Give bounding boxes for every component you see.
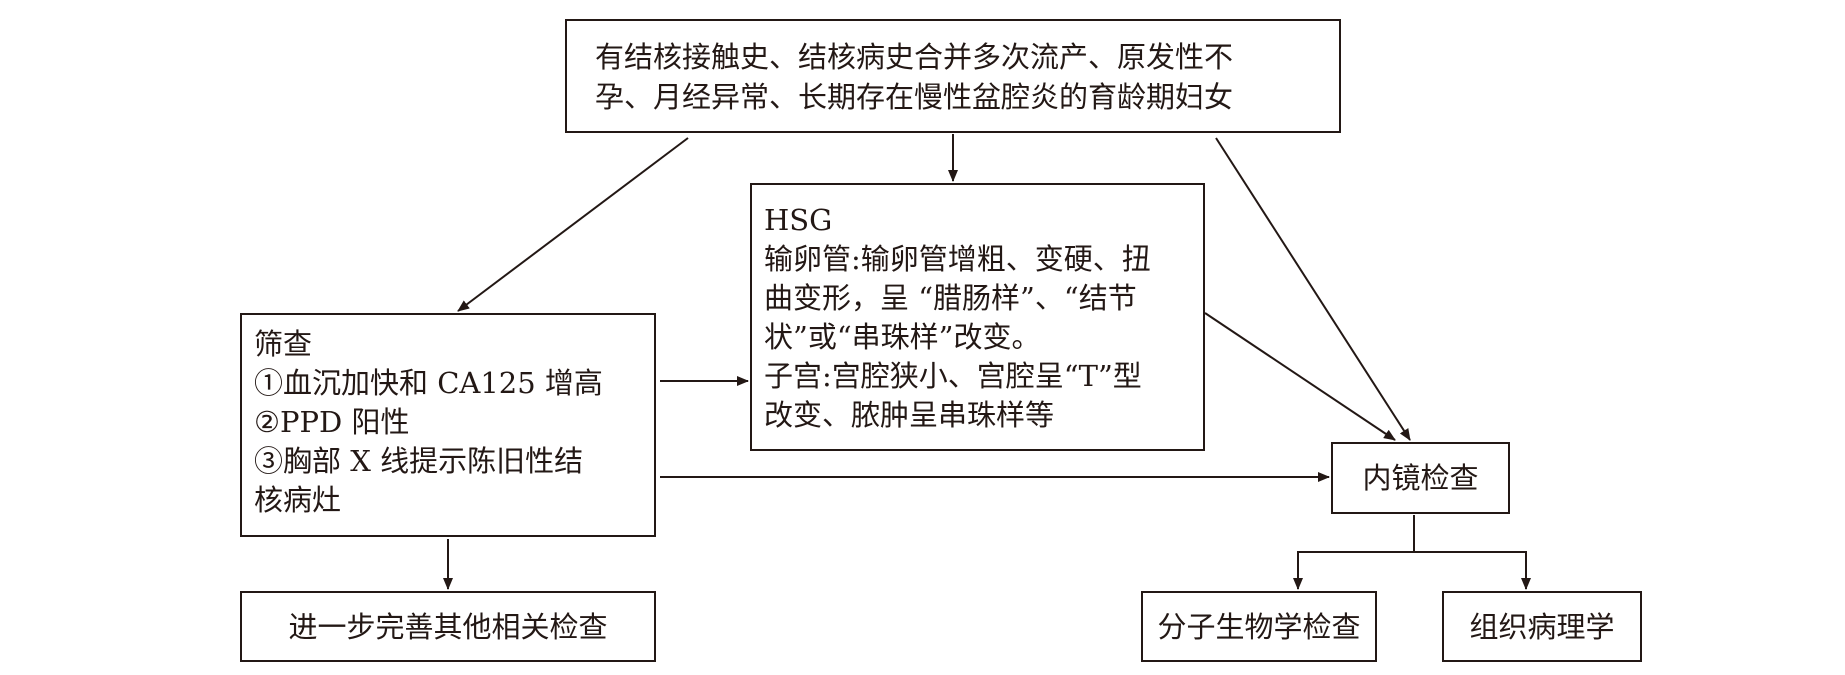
screening-line: 核病灶	[254, 483, 342, 517]
hsg-line: 输卵管:输卵管增粗、变硬、扭	[764, 242, 1151, 276]
screening-line: ③胸部 X 线提示陈旧性结	[254, 444, 584, 478]
hsg-line: 改变、脓肿呈串珠样等	[764, 398, 1055, 432]
hsg-title: HSG	[764, 203, 833, 237]
hsg-line: 状”或“串珠样”改变。	[764, 320, 1041, 354]
screening-line: ②PPD 阳性	[254, 405, 410, 439]
molecular-biology-label: 分子生物学检查	[1157, 610, 1361, 644]
target-population-box: 有结核接触史、结核病史合并多次流产、原发性不 孕、月经异常、长期存在慢性盆腔炎的…	[565, 19, 1341, 133]
hsg-box: HSG 输卵管:输卵管增粗、变硬、扭 曲变形，呈 “腊肠样”、“结节 状”或“串…	[750, 183, 1205, 451]
arrow-target-to-endoscopy	[1215, 137, 1411, 441]
further-exam-box: 进一步完善其他相关检查	[240, 591, 656, 662]
histopathology-box: 组织病理学	[1442, 591, 1642, 662]
hsg-line: 曲变形，呈 “腊肠样”、“结节	[764, 281, 1137, 315]
target-population-line: 孕、月经异常、长期存在慢性盆腔炎的育龄期妇女	[595, 80, 1234, 114]
screening-line: ①血沉加快和 CA125 增高	[254, 366, 603, 400]
arrow-target-to-screening	[457, 137, 689, 312]
target-population-line: 有结核接触史、结核病史合并多次流产、原发性不	[595, 40, 1234, 74]
endoscopy-label: 内镜检查	[1362, 461, 1479, 495]
molecular-biology-box: 分子生物学检查	[1141, 591, 1377, 662]
screening-title: 筛查	[254, 327, 313, 361]
further-exam-label: 进一步完善其他相关检查	[288, 610, 608, 644]
screening-box: 筛查 ①血沉加快和 CA125 增高 ②PPD 阳性 ③胸部 X 线提示陈旧性结…	[240, 313, 656, 537]
histopathology-label: 组织病理学	[1469, 610, 1615, 644]
arrow-hsg-to-endoscopy	[1204, 312, 1396, 441]
hsg-line: 子宫:宫腔狭小、宫腔呈“T”型	[764, 359, 1142, 393]
endoscopy-box: 内镜检查	[1331, 442, 1510, 514]
